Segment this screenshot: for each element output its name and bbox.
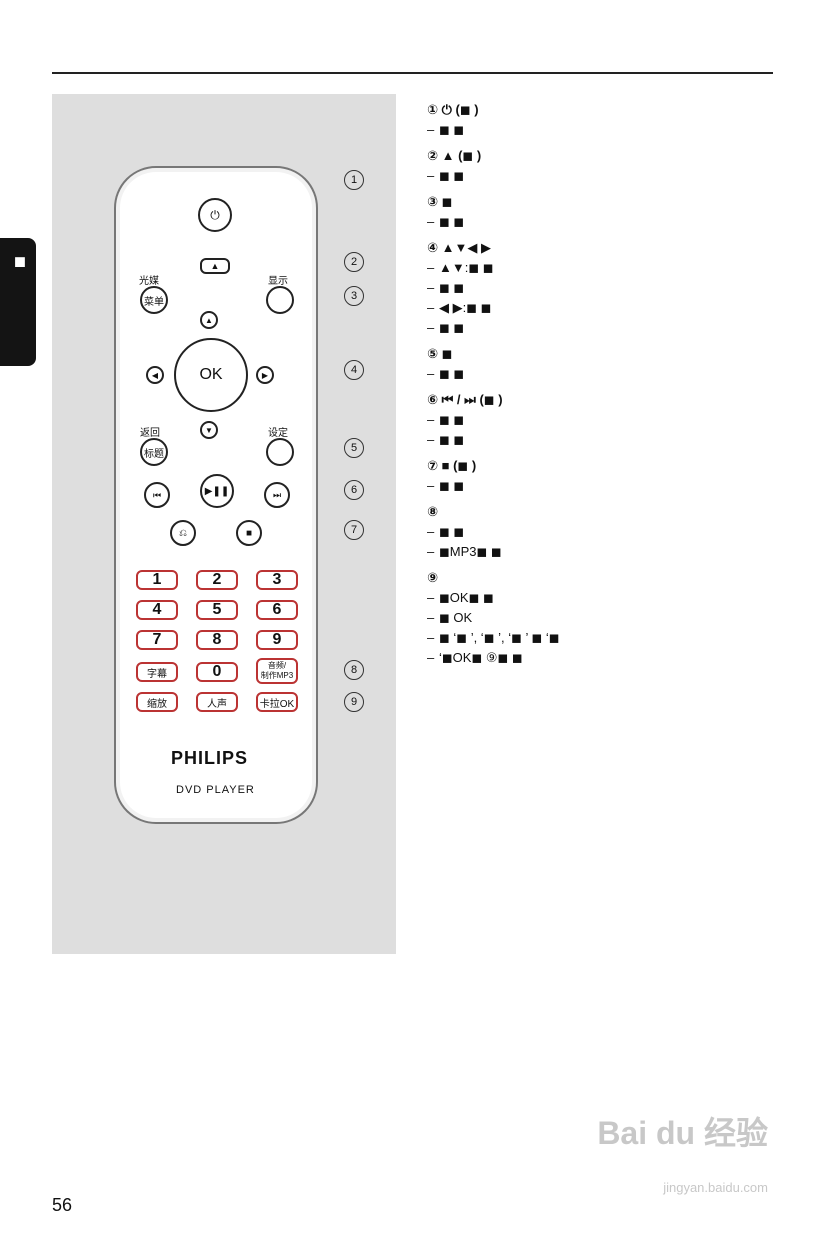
stop-button[interactable]: ■	[236, 520, 262, 546]
previous-button[interactable]: ⏮	[144, 482, 170, 508]
dpad-right-button[interactable]: ▶	[256, 366, 274, 384]
section-8-item-1: ◼︎ ◼︎	[427, 522, 757, 542]
back-label: 返回	[140, 424, 160, 439]
dpad-left-button[interactable]: ◀	[146, 366, 164, 384]
section-8-item-2: ◼︎MP3◼︎ ◼︎	[427, 542, 757, 562]
number-2-button[interactable]: 2	[196, 570, 238, 590]
eject-button[interactable]: ▲	[200, 258, 230, 274]
play-pause-button[interactable]: ▶❚❚	[200, 474, 234, 508]
subtitle-button[interactable]: 字幕	[136, 662, 178, 682]
section-1-title: ① ⏻ (◼︎ )	[427, 100, 757, 120]
callout-7: 7	[344, 520, 364, 540]
callout-3: 3	[344, 286, 364, 306]
callout-4: 4	[344, 360, 364, 380]
baidu-watermark: Bai du 经验	[597, 1108, 768, 1154]
setup-label: 设定	[268, 424, 288, 439]
remote-control: ⏻ ▲ 光媒 菜单 显示 OK ▲ ▼ ◀ ▶ 返回 标题 设定 ⏮ ▶❚❚ ⏭…	[114, 166, 318, 824]
section-5-item-1: ◼︎ ◼︎	[427, 364, 757, 384]
vocal-button[interactable]: 人声	[196, 692, 238, 712]
usb-button[interactable]: ⎌	[170, 520, 196, 546]
number-7-button[interactable]: 7	[136, 630, 178, 650]
number-0-button[interactable]: 0	[196, 662, 238, 682]
section-6-title: ⑥ ⏮ / ⏭ (◼︎ )	[427, 390, 757, 410]
section-3-item-1: ◼︎ ◼︎	[427, 212, 757, 232]
disc-menu-label: 光媒	[139, 272, 159, 287]
section-4-item-2: ◼︎ ◼︎	[427, 278, 757, 298]
karaoke-button[interactable]: 卡拉OK	[256, 692, 298, 712]
section-9-item-2: ◼︎ OK	[427, 608, 757, 628]
baidu-url: jingyan.baidu.com	[663, 1180, 768, 1195]
top-rule	[52, 72, 773, 74]
callout-1: 1	[344, 170, 364, 190]
next-button[interactable]: ⏭	[264, 482, 290, 508]
section-3-title: ③ ◼︎	[427, 192, 757, 212]
number-3-button[interactable]: 3	[256, 570, 298, 590]
number-6-button[interactable]: 6	[256, 600, 298, 620]
display-button[interactable]	[266, 286, 294, 314]
section-7-item-1: ◼︎ ◼︎	[427, 476, 757, 496]
number-5-button[interactable]: 5	[196, 600, 238, 620]
section-8-title: ⑧	[427, 502, 757, 522]
section-9-title: ⑨	[427, 568, 757, 588]
callout-6: 6	[344, 480, 364, 500]
language-tab: ◼︎	[0, 238, 36, 366]
ok-button[interactable]: OK	[174, 338, 248, 412]
section-7-title: ⑦ ■ (◼︎ )	[427, 456, 757, 476]
section-4-item-3: ◀ ▶:◼︎ ◼︎	[427, 298, 757, 318]
dvd-player-label: DVD PLAYER	[176, 784, 255, 796]
callout-5: 5	[344, 438, 364, 458]
number-4-button[interactable]: 4	[136, 600, 178, 620]
setup-button[interactable]	[266, 438, 294, 466]
section-5-title: ⑤ ◼︎	[427, 344, 757, 364]
display-label: 显示	[268, 272, 288, 287]
section-4-title: ④ ▲▼◀ ▶	[427, 238, 757, 258]
section-4-item-1: ▲▼:◼︎ ◼︎	[427, 258, 757, 278]
dpad-down-button[interactable]: ▼	[200, 421, 218, 439]
number-9-button[interactable]: 9	[256, 630, 298, 650]
zoom-button[interactable]: 缩放	[136, 692, 178, 712]
description-text: ① ⏻ (◼︎ ) ◼︎ ◼︎ ② ▲ (◼︎ ) ◼︎ ◼︎ ③ ◼︎ ◼︎ …	[427, 94, 757, 668]
section-2-title: ② ▲ (◼︎ )	[427, 146, 757, 166]
philips-logo: PHILIPS	[171, 748, 248, 769]
section-4-item-4: ◼︎ ◼︎	[427, 318, 757, 338]
section-2-item-1: ◼︎ ◼︎	[427, 166, 757, 186]
callout-9: 9	[344, 692, 364, 712]
dpad-up-button[interactable]: ▲	[200, 311, 218, 329]
disc-menu-button[interactable]: 菜单	[140, 286, 168, 314]
section-6-item-2: ◼︎ ◼︎	[427, 430, 757, 450]
audio-mp3-button[interactable]: 音频/ 制作MP3	[256, 658, 298, 684]
section-6-item-1: ◼︎ ◼︎	[427, 410, 757, 430]
page-number: 56	[52, 1195, 72, 1216]
section-9-item-4: ‘◼︎OK◼︎ ⑨◼︎ ◼︎	[427, 648, 757, 668]
number-8-button[interactable]: 8	[196, 630, 238, 650]
number-1-button[interactable]: 1	[136, 570, 178, 590]
section-1-item-1: ◼︎ ◼︎	[427, 120, 757, 140]
section-9-item-3: ◼︎ ‘◼︎ ’, ‘◼︎ ’, ‘◼︎ ’ ◼︎ ‘◼︎	[427, 628, 757, 648]
power-button[interactable]: ⏻	[198, 198, 232, 232]
callout-2: 2	[344, 252, 364, 272]
remote-panel: ⏻ ▲ 光媒 菜单 显示 OK ▲ ▼ ◀ ▶ 返回 标题 设定 ⏮ ▶❚❚ ⏭…	[52, 94, 396, 954]
callout-8: 8	[344, 660, 364, 680]
language-tab-label: ◼︎	[10, 252, 28, 270]
title-button[interactable]: 标题	[140, 438, 168, 466]
section-9-item-1: ◼︎OK◼︎ ◼︎	[427, 588, 757, 608]
